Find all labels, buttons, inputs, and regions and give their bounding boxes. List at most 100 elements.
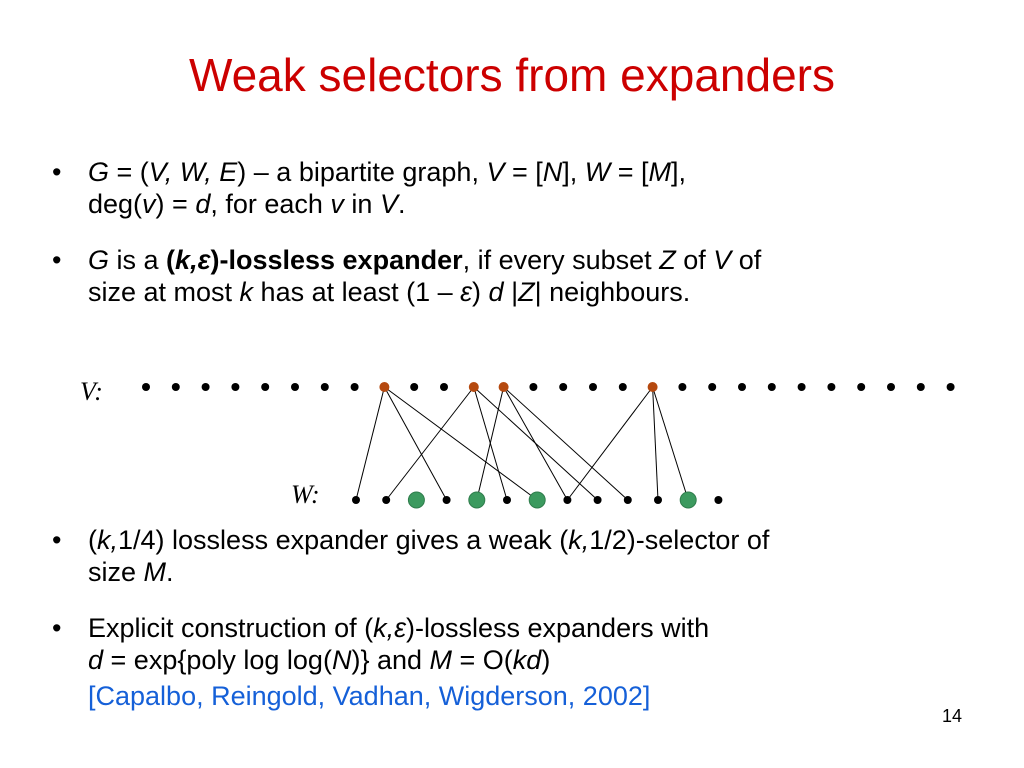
v-node bbox=[857, 383, 866, 391]
bullet-line: size M. bbox=[88, 556, 972, 588]
text-run: k,ε bbox=[373, 613, 406, 643]
text-run: k,ε bbox=[175, 245, 211, 275]
bullet-bipartite-graph: • G = (V, W, E) – a bipartite graph, V =… bbox=[52, 156, 972, 220]
v-node bbox=[589, 383, 597, 391]
text-run: = O( bbox=[452, 645, 513, 675]
w-node bbox=[593, 496, 602, 504]
v-node bbox=[291, 383, 299, 391]
v-node bbox=[559, 383, 568, 391]
text-run: of bbox=[675, 245, 714, 275]
bullet-weak-selector: • (k,1/4) lossless expander gives a weak… bbox=[52, 524, 972, 588]
bullet-lossless-expander-definition: • G is a (k,ε)-lossless expander, if eve… bbox=[52, 244, 972, 308]
bullet-line: deg(v) = d, for each v in V. bbox=[88, 188, 972, 220]
text-run: W bbox=[584, 157, 611, 187]
w-node bbox=[352, 496, 360, 504]
bullet-line: G is a (k,ε)-lossless expander, if every… bbox=[88, 244, 972, 276]
text-run: = exp{poly log log( bbox=[103, 645, 332, 675]
graph-edge bbox=[567, 386, 653, 501]
bullet-marker: • bbox=[52, 525, 62, 555]
graph-edge bbox=[384, 386, 538, 501]
v-node bbox=[231, 383, 240, 391]
text-run: v bbox=[330, 189, 344, 219]
bullet-line: G = (V, W, E) – a bipartite graph, V = [… bbox=[88, 156, 972, 188]
text-run: Explicit construction of ( bbox=[88, 613, 374, 643]
text-run: = [ bbox=[504, 157, 543, 187]
v-node bbox=[171, 383, 180, 391]
v-node bbox=[767, 383, 776, 391]
v-node bbox=[142, 383, 150, 391]
text-run: d bbox=[88, 645, 104, 675]
graph-edge bbox=[503, 386, 629, 501]
graph-edge bbox=[383, 386, 448, 501]
w-label: W: bbox=[291, 480, 320, 509]
w-node-neighbour bbox=[528, 491, 546, 509]
bullet-marker: • bbox=[52, 157, 62, 187]
v-node bbox=[916, 383, 925, 391]
text-run: . bbox=[397, 189, 406, 219]
text-run: ( bbox=[166, 245, 176, 275]
text-run: v bbox=[142, 189, 156, 219]
text-run: V, W, E bbox=[148, 157, 238, 187]
w-node-neighbour bbox=[468, 491, 486, 509]
v-node-selected bbox=[468, 382, 479, 392]
bullet-marker: • bbox=[52, 613, 62, 643]
w-node-neighbour bbox=[679, 491, 697, 509]
text-run: , if every subset bbox=[462, 245, 660, 275]
text-run: = ( bbox=[109, 157, 149, 187]
bullet-line: Explicit construction of (k,ε)-lossless … bbox=[88, 612, 972, 644]
text-run: M bbox=[143, 557, 167, 587]
text-run: | bbox=[503, 277, 519, 307]
v-node bbox=[946, 383, 955, 391]
text-run: k, bbox=[568, 525, 590, 555]
text-run: deg( bbox=[88, 189, 143, 219]
graph-edge bbox=[476, 386, 505, 501]
graph-edge bbox=[652, 386, 659, 501]
w-nodes-group bbox=[352, 491, 723, 509]
text-run: ) bbox=[472, 277, 489, 307]
v-node bbox=[261, 383, 270, 391]
text-run: = [ bbox=[610, 157, 649, 187]
v-node-selected bbox=[379, 382, 390, 392]
bullet-line: d = exp{poly log log(N)} and M = O(kd) bbox=[88, 644, 972, 676]
page-number: 14 bbox=[941, 706, 962, 726]
text-run: size at most bbox=[88, 277, 240, 307]
text-run: ) = bbox=[155, 189, 196, 219]
w-node bbox=[382, 496, 391, 504]
text-run: has at least (1 – bbox=[253, 277, 461, 307]
text-run: M bbox=[429, 645, 453, 675]
text-run: )} and bbox=[351, 645, 430, 675]
w-node bbox=[623, 496, 632, 504]
text-run: ε bbox=[460, 277, 473, 307]
text-run: ) – a bipartite graph, bbox=[237, 157, 487, 187]
v-node bbox=[440, 383, 448, 391]
text-run: d bbox=[195, 189, 211, 219]
v-node bbox=[887, 383, 895, 391]
v-node bbox=[618, 383, 627, 391]
v-node-selected bbox=[647, 382, 658, 392]
graph-edge bbox=[652, 386, 689, 501]
graph-edge bbox=[385, 386, 475, 501]
bullet-line: (k,1/4) lossless expander gives a weak (… bbox=[88, 524, 972, 556]
text-run: . bbox=[166, 557, 174, 587]
graph-edge bbox=[355, 386, 385, 501]
text-run: M bbox=[648, 157, 672, 187]
v-nodes-group bbox=[142, 382, 955, 392]
edges-group bbox=[355, 386, 689, 501]
text-run: | neighbours. bbox=[534, 277, 691, 307]
w-node bbox=[654, 496, 662, 504]
v-node bbox=[529, 383, 538, 391]
text-run: k bbox=[239, 277, 254, 307]
text-run: V bbox=[379, 189, 398, 219]
text-run: Z bbox=[659, 245, 676, 275]
v-node bbox=[320, 383, 329, 391]
text-run: Z bbox=[518, 277, 535, 307]
text-run: N bbox=[542, 157, 563, 187]
text-run: k, bbox=[97, 525, 119, 555]
text-run: N bbox=[331, 645, 352, 675]
v-node bbox=[738, 383, 746, 391]
v-node bbox=[797, 383, 806, 391]
w-node-neighbour bbox=[407, 491, 425, 509]
text-run: )-lossless expanders with bbox=[405, 613, 710, 643]
w-node bbox=[563, 496, 572, 504]
